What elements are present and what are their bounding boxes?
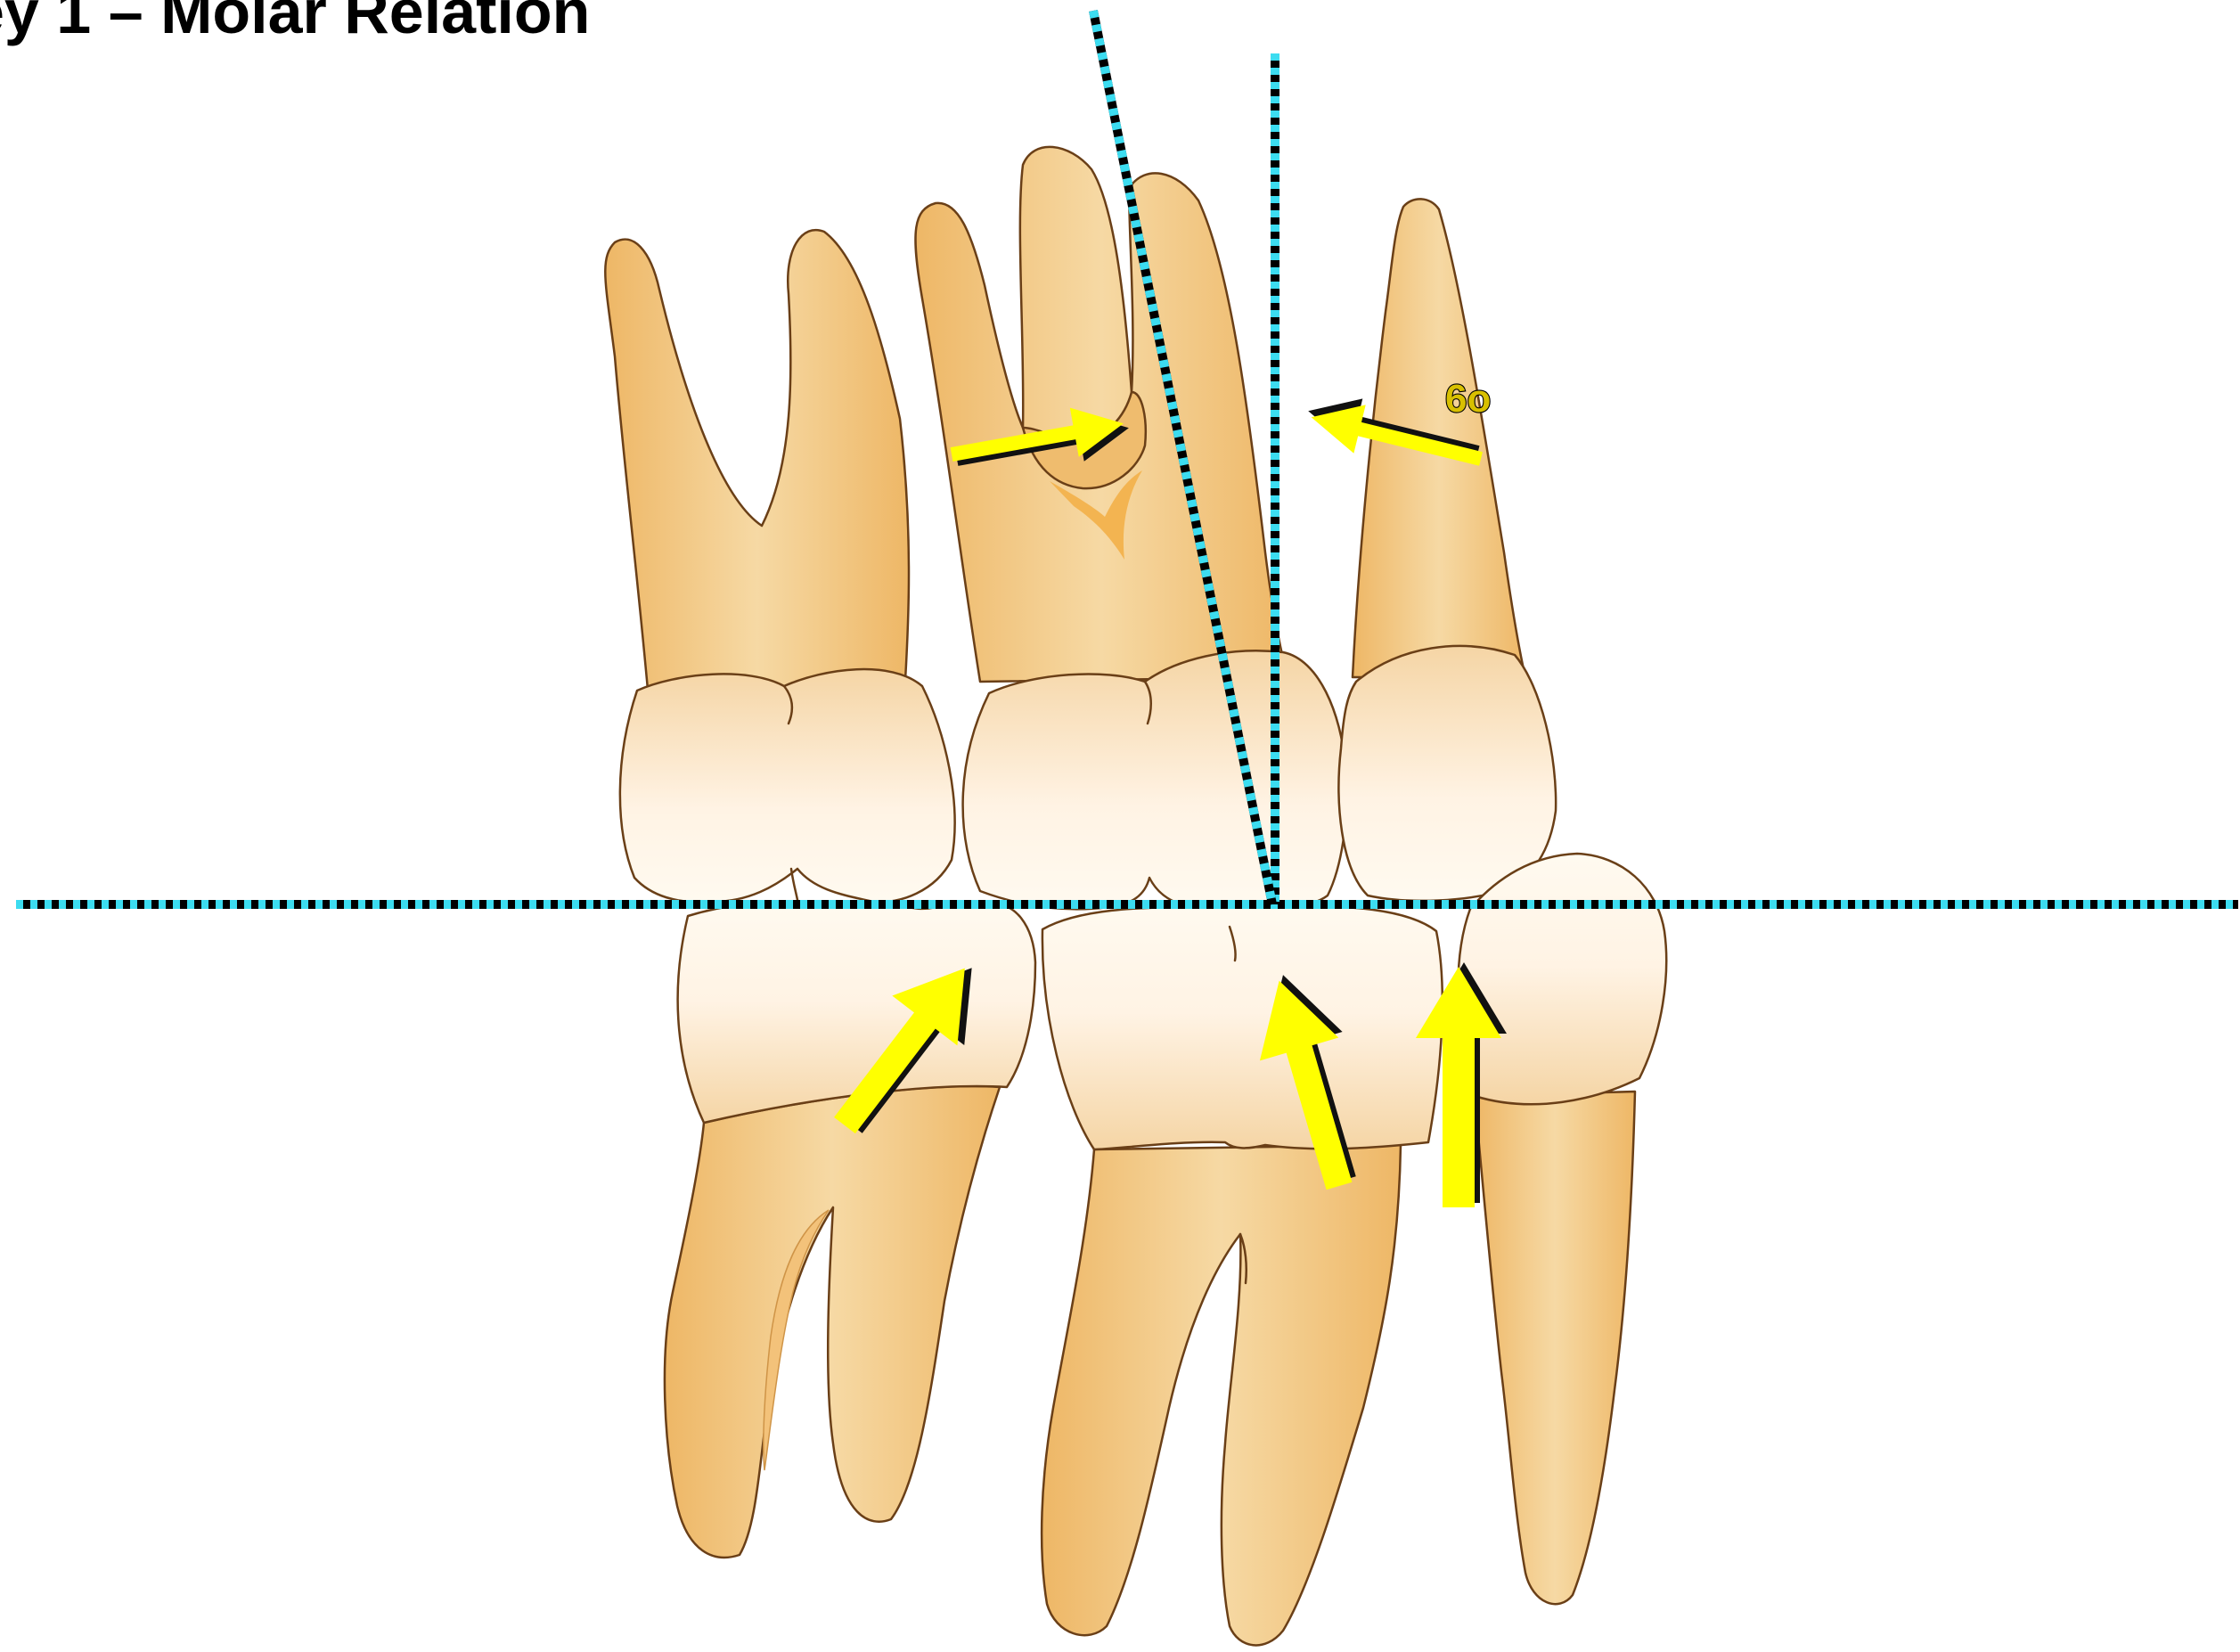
upper-second-molar: [605, 230, 954, 902]
lower-first-molar-root: [1042, 1145, 1401, 1645]
upper-second-molar-crown: [620, 669, 955, 902]
upper-premolar-crown: [1339, 646, 1557, 901]
lower-premolar-root: [1475, 1092, 1635, 1604]
lower-second-molar-root: [665, 1086, 1000, 1558]
lower-first-molar-crown: [1042, 901, 1443, 1149]
upper-first-molar: [915, 147, 1346, 910]
upper-premolar: [1339, 199, 1557, 901]
upper-second-molar-fissure: [791, 869, 797, 900]
upper-first-molar-root: [915, 147, 1288, 682]
upper-first-molar-crown: [963, 650, 1347, 910]
lower-second-molar: [665, 902, 1035, 1558]
angle-label: 6o: [1445, 377, 1491, 421]
lower-teeth: [665, 854, 1666, 1645]
upper-second-molar-root: [605, 230, 909, 699]
upper-teeth: [605, 147, 1556, 910]
lower-premolar-crown: [1458, 854, 1666, 1104]
lower-first-molar: [1042, 901, 1443, 1645]
lower-premolar: [1458, 854, 1666, 1604]
